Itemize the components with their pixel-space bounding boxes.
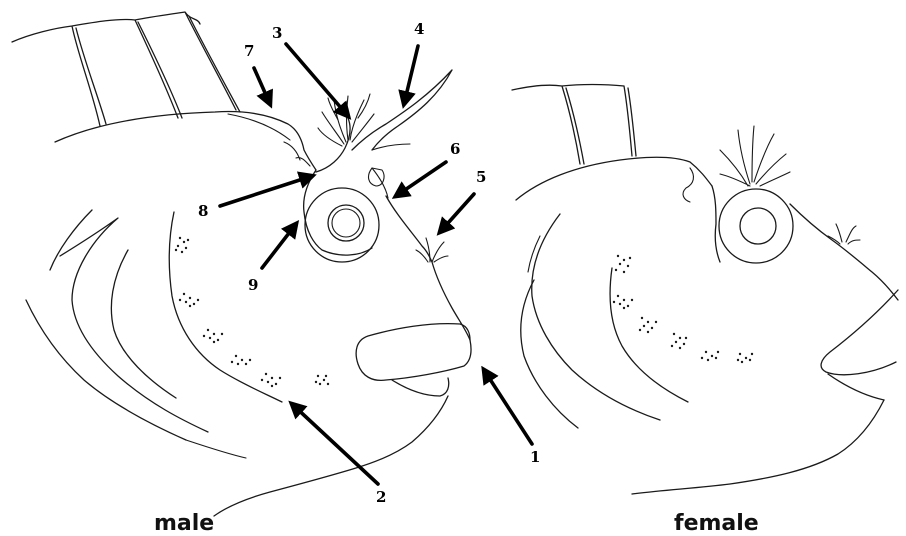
female-dorsal-fin (512, 85, 636, 165)
callout-8: 8 (198, 202, 208, 220)
male-nape (55, 112, 316, 171)
arrow-8 (220, 176, 312, 206)
arrow-5 (440, 194, 474, 232)
female-eye-inner (740, 208, 776, 244)
callout-6: 6 (450, 140, 460, 158)
female-operculum (610, 268, 688, 402)
arrow-9 (262, 224, 296, 268)
female-head-drawing (512, 85, 898, 495)
arrow-7 (254, 68, 270, 104)
callout-7: 7 (244, 42, 254, 60)
female-orbital-cirri (720, 126, 790, 186)
male-nasal-cirri (416, 238, 448, 262)
arrow-1 (484, 370, 532, 444)
male-eye-inner (328, 205, 364, 241)
female-label: female (674, 511, 759, 536)
callout-numbers: 1 2 3 4 5 6 7 8 9 (198, 20, 540, 506)
male-upper-lip (356, 324, 471, 381)
female-lower-lip (828, 374, 884, 400)
callout-4: 4 (414, 20, 424, 38)
male-label: male (154, 511, 214, 536)
arrow-4 (404, 46, 418, 104)
callout-1: 1 (530, 448, 540, 466)
callout-5: 5 (476, 168, 486, 186)
male-sensory-pores (175, 237, 329, 387)
male-throat (214, 396, 448, 516)
arrow-2 (292, 404, 378, 484)
female-eye-outer (719, 189, 793, 263)
male-head-outline (304, 170, 470, 340)
callout-arrows (220, 44, 532, 484)
male-tentacle (352, 70, 452, 150)
male-supraorbital (316, 118, 350, 172)
male-dorsal-fin (12, 12, 240, 126)
female-head-outline (712, 186, 898, 300)
female-sensory-pores (613, 255, 753, 363)
male-head-drawing (12, 12, 471, 516)
arrow-3 (286, 44, 348, 116)
callout-2: 2 (376, 488, 386, 506)
female-throat (632, 400, 884, 494)
male-lower-lip (392, 378, 449, 396)
female-upper-lip (821, 290, 898, 375)
callout-3: 3 (272, 24, 282, 42)
callout-9: 9 (248, 276, 258, 294)
arrow-6 (396, 162, 446, 196)
